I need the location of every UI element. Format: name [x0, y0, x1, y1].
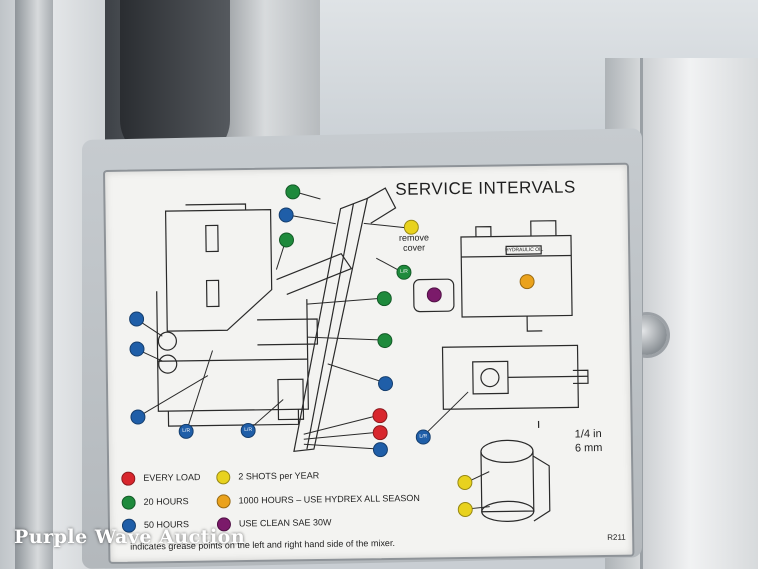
legend-item: 2 SHOTS per YEAR: [216, 469, 319, 485]
grease-point-blue: [128, 311, 145, 327]
legend-item: 1000 HOURS – USE HYDREX ALL SEASON: [216, 492, 420, 509]
remove-cover-note: remove cover: [398, 232, 430, 253]
grease-point-purple: [426, 287, 442, 303]
grease-point-red: [372, 425, 388, 441]
service-intervals-sign: SERVICE INTERVALS: [103, 162, 635, 564]
legend-swatch-yellow: [216, 470, 231, 485]
grease-point-blue: [377, 375, 394, 392]
measurement-label: 1/4 in 6 mm: [575, 427, 603, 455]
grease-point-blue-lr: L/R: [178, 423, 194, 439]
dark-tank-background: [120, 0, 230, 160]
hydraulic-oil-label: HYDRAULIC OIL: [504, 246, 544, 254]
grease-point-blue: [130, 409, 146, 425]
left-steel-bar: [15, 0, 53, 569]
grease-point-orange: [519, 273, 535, 290]
legend-swatch-orange: [216, 494, 231, 509]
part-number: R211: [607, 532, 626, 542]
auction-watermark: Purple Wave Auction: [14, 526, 246, 548]
grease-point-blue: [372, 442, 389, 458]
right-steel-post: [640, 58, 758, 569]
grease-point-blue-lr: L/R: [240, 422, 256, 439]
legend-swatch-red: [121, 471, 136, 486]
grease-point-green: [377, 332, 393, 349]
measurement-metric: 6 mm: [574, 442, 603, 455]
grease-point-yellow: [403, 219, 419, 235]
measurement-imperial: 1/4 in: [574, 428, 602, 441]
legend-swatch-green: [121, 495, 136, 510]
legend-item: EVERY LOAD: [121, 471, 201, 486]
grease-point-blue: [129, 341, 145, 357]
machine-line-diagram: [136, 187, 589, 522]
legend-item: 20 HOURS: [121, 495, 189, 510]
grease-point-red: [372, 408, 388, 424]
